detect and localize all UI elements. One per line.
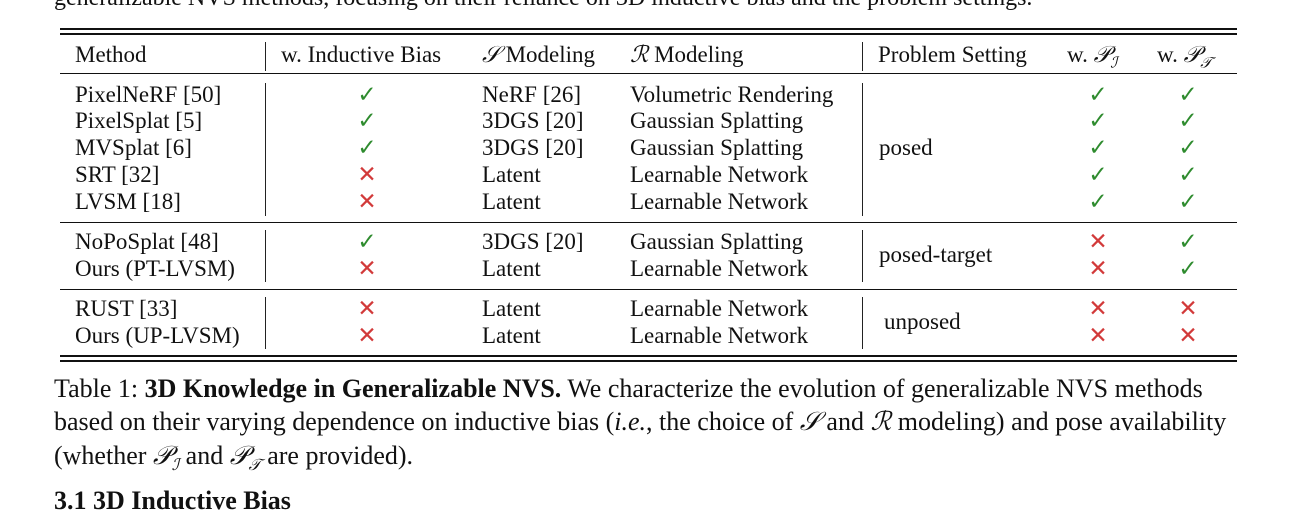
table-row-s: 3DGS [20]: [482, 135, 584, 160]
group1-divider-1: [265, 83, 266, 216]
check-icon: ✓: [1178, 189, 1198, 214]
problem-setting-unposed: unposed: [884, 309, 961, 334]
table-row-s: Latent: [482, 162, 541, 187]
table-row-method: Ours (PT-LVSM): [75, 256, 235, 281]
section-heading: 3.1 3D Inductive Bias: [54, 486, 291, 515]
header-s-modeling: 𝒮 Modeling: [482, 42, 596, 68]
cross-icon: ✕: [1088, 229, 1108, 254]
table-row-s: Latent: [482, 189, 541, 214]
problem-setting-posed: posed: [879, 135, 933, 160]
problem-setting-posed-target: posed-target: [879, 242, 993, 267]
s-symbol: 𝒮: [482, 42, 500, 68]
table-top-rule-inner: [60, 33, 1237, 35]
table-row-s: NeRF [26]: [482, 82, 582, 107]
check-icon: ✓: [1178, 82, 1198, 107]
group3-divider-1: [265, 297, 266, 349]
check-icon: ✓: [357, 82, 377, 107]
cross-icon: ✕: [1178, 323, 1198, 348]
header-w-p-i: w. 𝒫ℐ: [1067, 42, 1118, 72]
table-row-r: Gaussian Splatting: [630, 229, 804, 254]
cross-icon: ✕: [1088, 323, 1108, 348]
cross-icon: ✕: [357, 162, 377, 187]
table-row-r: Learnable Network: [630, 296, 809, 321]
header-divider-2: [862, 42, 863, 71]
table-row-method: PixelSplat [5]: [75, 108, 203, 133]
header-inductive-bias: w. Inductive Bias: [281, 42, 442, 67]
cross-icon: ✕: [357, 256, 377, 281]
check-icon: ✓: [1178, 108, 1198, 133]
caption-title: 3D Knowledge in Generalizable NVS.: [144, 374, 562, 403]
table-row-s: Latent: [482, 323, 541, 348]
table-caption: Table 1: 3D Knowledge in Generalizable N…: [54, 374, 1227, 475]
check-icon: ✓: [1178, 229, 1198, 254]
table-row-s: Latent: [482, 256, 541, 281]
table-row-r: Learnable Network: [630, 323, 809, 348]
header-problem-setting: Problem Setting: [878, 42, 1027, 67]
table-row-s: 3DGS [20]: [482, 108, 584, 133]
cross-icon: ✕: [1178, 296, 1198, 321]
check-icon: ✓: [1088, 108, 1108, 133]
table-bottom-rule: [60, 360, 1237, 362]
caption-label: Table 1:: [54, 374, 145, 403]
table-row-method: PixelNeRF [50]: [75, 82, 222, 107]
cross-icon: ✕: [357, 296, 377, 321]
group2-divider-2: [862, 230, 863, 282]
group-separator-1: [60, 222, 1237, 223]
check-icon: ✓: [357, 108, 377, 133]
table-row-r: Volumetric Rendering: [630, 82, 834, 107]
table-row-method: LVSM [18]: [75, 189, 181, 214]
cross-icon: ✕: [1088, 296, 1108, 321]
check-icon: ✓: [1088, 135, 1108, 160]
cross-icon: ✕: [357, 323, 377, 348]
header-divider-1: [265, 42, 266, 71]
table-bottom-rule-inner: [60, 355, 1237, 357]
table-row-s: 3DGS [20]: [482, 229, 584, 254]
table-top-rule: [60, 28, 1237, 30]
check-icon: ✓: [357, 135, 377, 160]
header-w-p-t: w. 𝒫𝒯: [1157, 42, 1212, 72]
preceding-paragraph-text: generalizable NVS methods, focusing on t…: [54, 0, 1294, 10]
group-separator-2: [60, 289, 1237, 290]
cross-icon: ✕: [357, 189, 377, 214]
table-row-method: RUST [33]: [75, 296, 178, 321]
table-row-r: Learnable Network: [630, 189, 809, 214]
r-symbol: ℛ: [630, 42, 649, 68]
table-row-s: Latent: [482, 296, 541, 321]
table-row-r: Gaussian Splatting: [630, 135, 804, 160]
check-icon: ✓: [1088, 162, 1108, 187]
cross-icon: ✕: [1088, 256, 1108, 281]
table-row-method: NoPoSplat [48]: [75, 229, 219, 254]
header-method: Method: [75, 42, 147, 67]
table-row-method: MVSplat [6]: [75, 135, 192, 160]
table-row-r: Gaussian Splatting: [630, 108, 804, 133]
check-icon: ✓: [1178, 135, 1198, 160]
check-icon: ✓: [1178, 256, 1198, 281]
check-icon: ✓: [357, 229, 377, 254]
table-row-r: Learnable Network: [630, 162, 809, 187]
check-icon: ✓: [1088, 82, 1108, 107]
group1-divider-2: [862, 83, 863, 216]
check-icon: ✓: [1088, 189, 1108, 214]
table-row-method: SRT [32]: [75, 162, 160, 187]
table-row-r: Learnable Network: [630, 256, 809, 281]
table-row-method: Ours (UP-LVSM): [75, 323, 240, 348]
header-r-modeling: ℛ Modeling: [630, 42, 744, 68]
check-icon: ✓: [1178, 162, 1198, 187]
header-rule: [60, 73, 1237, 74]
group2-divider-1: [265, 230, 266, 282]
group3-divider-2: [862, 297, 863, 349]
